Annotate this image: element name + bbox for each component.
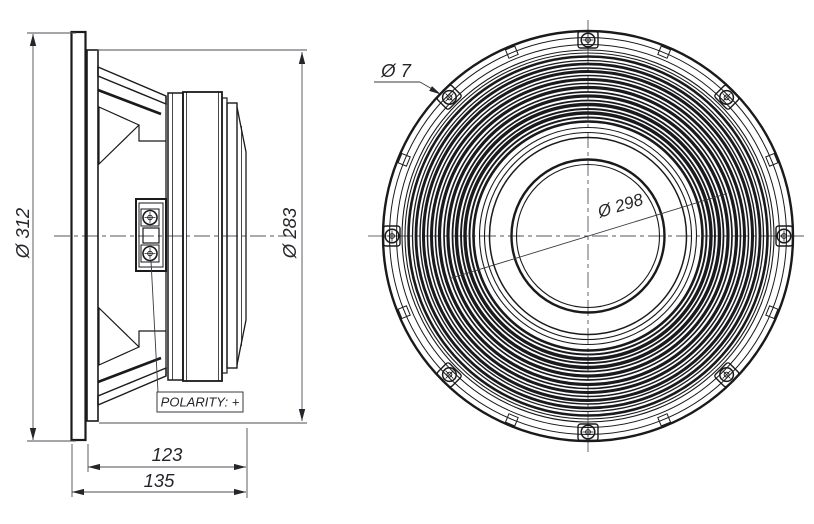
dust-cap-inner: [515, 163, 661, 309]
dim-label-overall-depth: 135: [144, 470, 176, 491]
back-plate: [226, 102, 238, 369]
side-view: [70, 30, 247, 442]
arrowhead: [298, 52, 306, 64]
arrowhead: [429, 86, 441, 95]
basket-lower-rib: [97, 356, 162, 384]
basket-lower-window: [98, 306, 141, 366]
arrowhead: [88, 463, 100, 471]
polarity-box: [156, 391, 244, 413]
terminal-screw-bottom: [142, 245, 158, 262]
dim-overall-diameter: Ø 312: [12, 32, 76, 442]
arrowhead: [234, 488, 246, 496]
terminal-block: [135, 198, 167, 272]
arrowhead: [234, 463, 246, 471]
basket-upper-step: [138, 125, 166, 142]
basket-upper-arm: [97, 65, 167, 106]
gasket-bar: [70, 30, 87, 442]
polarity-callout: POLARITY: +: [150, 260, 244, 413]
dust-cap-outer: [510, 158, 666, 314]
terminal-screw-top: [142, 209, 158, 226]
dimension-annotations: Ø 312 Ø 283 123 135: [12, 32, 728, 498]
dim-label-magnet-frame-diameter: Ø 283: [279, 207, 300, 259]
basket-upper-window: [98, 106, 141, 166]
inner-cone-circles: [478, 126, 698, 346]
callout-mounting-hole: Ø 7: [374, 60, 441, 95]
arrowhead: [29, 428, 37, 440]
callout-inner-ring: Ø 298: [449, 190, 728, 279]
flange-bar: [86, 49, 99, 422]
dim-magnet-frame-diameter: Ø 283: [97, 49, 307, 424]
front-view: [381, 29, 795, 443]
dim-label-inner-ring: Ø 298: [595, 190, 646, 222]
basket-upper-rib: [97, 88, 162, 116]
cone-ribs: [401, 49, 775, 423]
dim-label-overall-diameter: Ø 312: [12, 207, 33, 259]
dim-overall-depth: 135: [71, 444, 246, 497]
magnet-assembly: [167, 91, 247, 382]
magnet-ring: [182, 91, 223, 382]
dim-mounting-depth: 123: [87, 428, 248, 498]
basket-lower-arm: [97, 366, 167, 407]
arrowhead: [29, 34, 37, 46]
arrowhead: [72, 488, 84, 496]
polarity-label: POLARITY: +: [161, 395, 240, 410]
arrowhead: [298, 409, 306, 421]
dim-label-mounting-depth: 123: [152, 444, 184, 465]
basket-lower-step: [138, 330, 166, 347]
dim-label-mounting-hole: Ø 7: [380, 60, 412, 81]
front-plate: [167, 92, 184, 381]
